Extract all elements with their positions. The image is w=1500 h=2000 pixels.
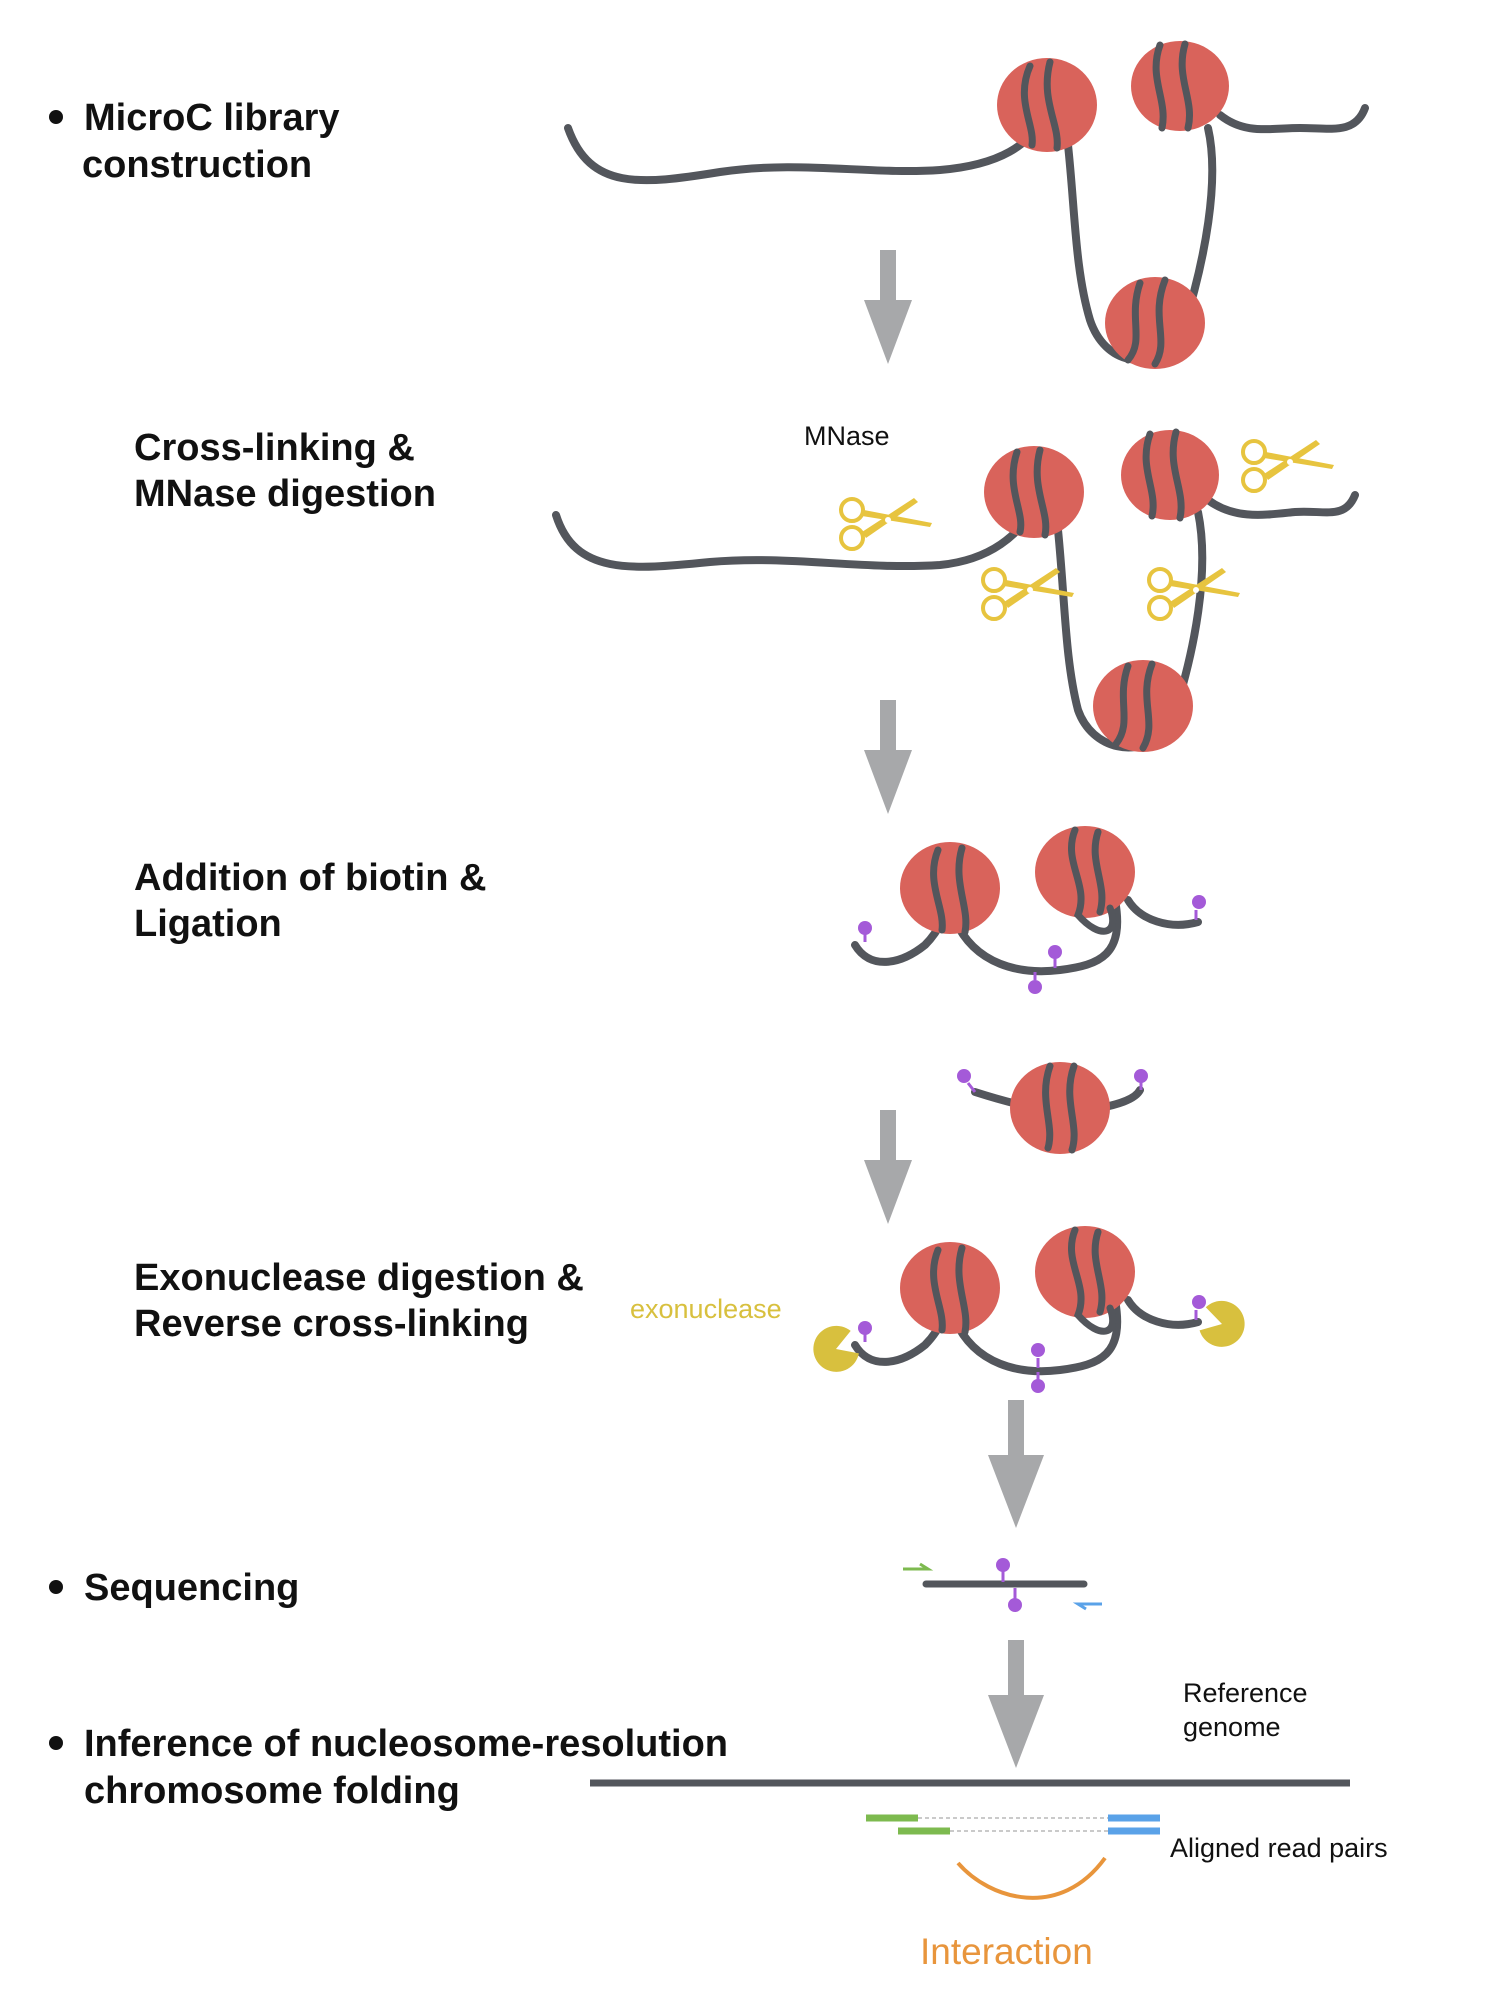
nucleosome-11 <box>1035 1226 1135 1318</box>
biotin-icon <box>1192 1295 1206 1309</box>
reference-label: Reference <box>1183 1678 1308 1708</box>
interaction-arc <box>956 1856 1107 1900</box>
biotin-icon <box>1031 1343 1045 1357</box>
forward-primer-icon <box>903 1562 934 1571</box>
biotin-icon <box>996 1558 1010 1572</box>
aligned-read-pairs-label: Aligned read pairs <box>1170 1833 1388 1863</box>
bullet-3 <box>49 1736 63 1750</box>
nucleosome-9 <box>1010 1062 1110 1154</box>
step-biotin: Addition of biotin & <box>134 857 486 899</box>
biotin-icon <box>957 1069 971 1083</box>
nucleosome-4 <box>984 446 1084 538</box>
arrow-down-icon <box>988 1400 1044 1528</box>
arrow-down-icon <box>864 250 912 364</box>
nucleosome-8 <box>1035 826 1135 918</box>
nucleosome-6 <box>1093 660 1193 752</box>
mnase-label: MNase <box>804 421 890 451</box>
step-microc-title: MicroC library <box>84 97 340 139</box>
biotin-icon <box>1031 1379 1045 1393</box>
step-crosslink: Cross-linking & <box>134 427 415 469</box>
panel-chromatin <box>564 40 1369 369</box>
arrow-down-icon <box>864 700 912 814</box>
step-microc-title-2: construction <box>82 144 312 186</box>
step-inference: Inference of nucleosome-resolution <box>84 1723 728 1765</box>
arrow-down-icon <box>988 1640 1044 1768</box>
panel-alignment <box>590 1779 1350 1900</box>
step-inference-2: chromosome folding <box>84 1770 460 1812</box>
biotin-icon <box>1134 1069 1148 1083</box>
step-biotin-2: Ligation <box>134 903 282 945</box>
step-exonuclease-2: Reverse cross-linking <box>134 1303 529 1345</box>
step-exonuclease: Exonuclease digestion & <box>134 1257 584 1299</box>
reference-label-2: genome <box>1183 1712 1281 1742</box>
panel-mnase <box>552 428 1359 752</box>
nucleosome-7 <box>900 842 1000 934</box>
reverse-primer-icon <box>1072 1602 1102 1611</box>
biotin-icon <box>1028 980 1042 994</box>
panel-ligation <box>851 826 1206 1154</box>
nucleosome-10 <box>900 1242 1000 1334</box>
biotin-icon <box>1008 1598 1022 1612</box>
biotin-icon <box>858 1321 872 1335</box>
interaction-label: Interaction <box>920 1931 1093 1972</box>
exonuclease-label: exonuclease <box>630 1294 782 1324</box>
scissors-icon <box>1241 438 1336 493</box>
panel-sequencing <box>903 1558 1102 1612</box>
nucleosome-3 <box>1105 277 1205 369</box>
scissors-icon <box>839 496 934 551</box>
nucleosome-5 <box>1121 430 1219 520</box>
biotin-icon <box>1192 895 1206 909</box>
step-crosslink-2: MNase digestion <box>134 473 436 515</box>
panel-exonuclease <box>806 1226 1250 1393</box>
arrow-down-icon <box>864 1110 912 1224</box>
bullet-2 <box>49 1580 63 1594</box>
biotin-icon <box>858 921 872 935</box>
bullet-1 <box>49 110 63 124</box>
step-sequencing: Sequencing <box>84 1567 299 1609</box>
biotin-icon <box>1048 945 1062 959</box>
